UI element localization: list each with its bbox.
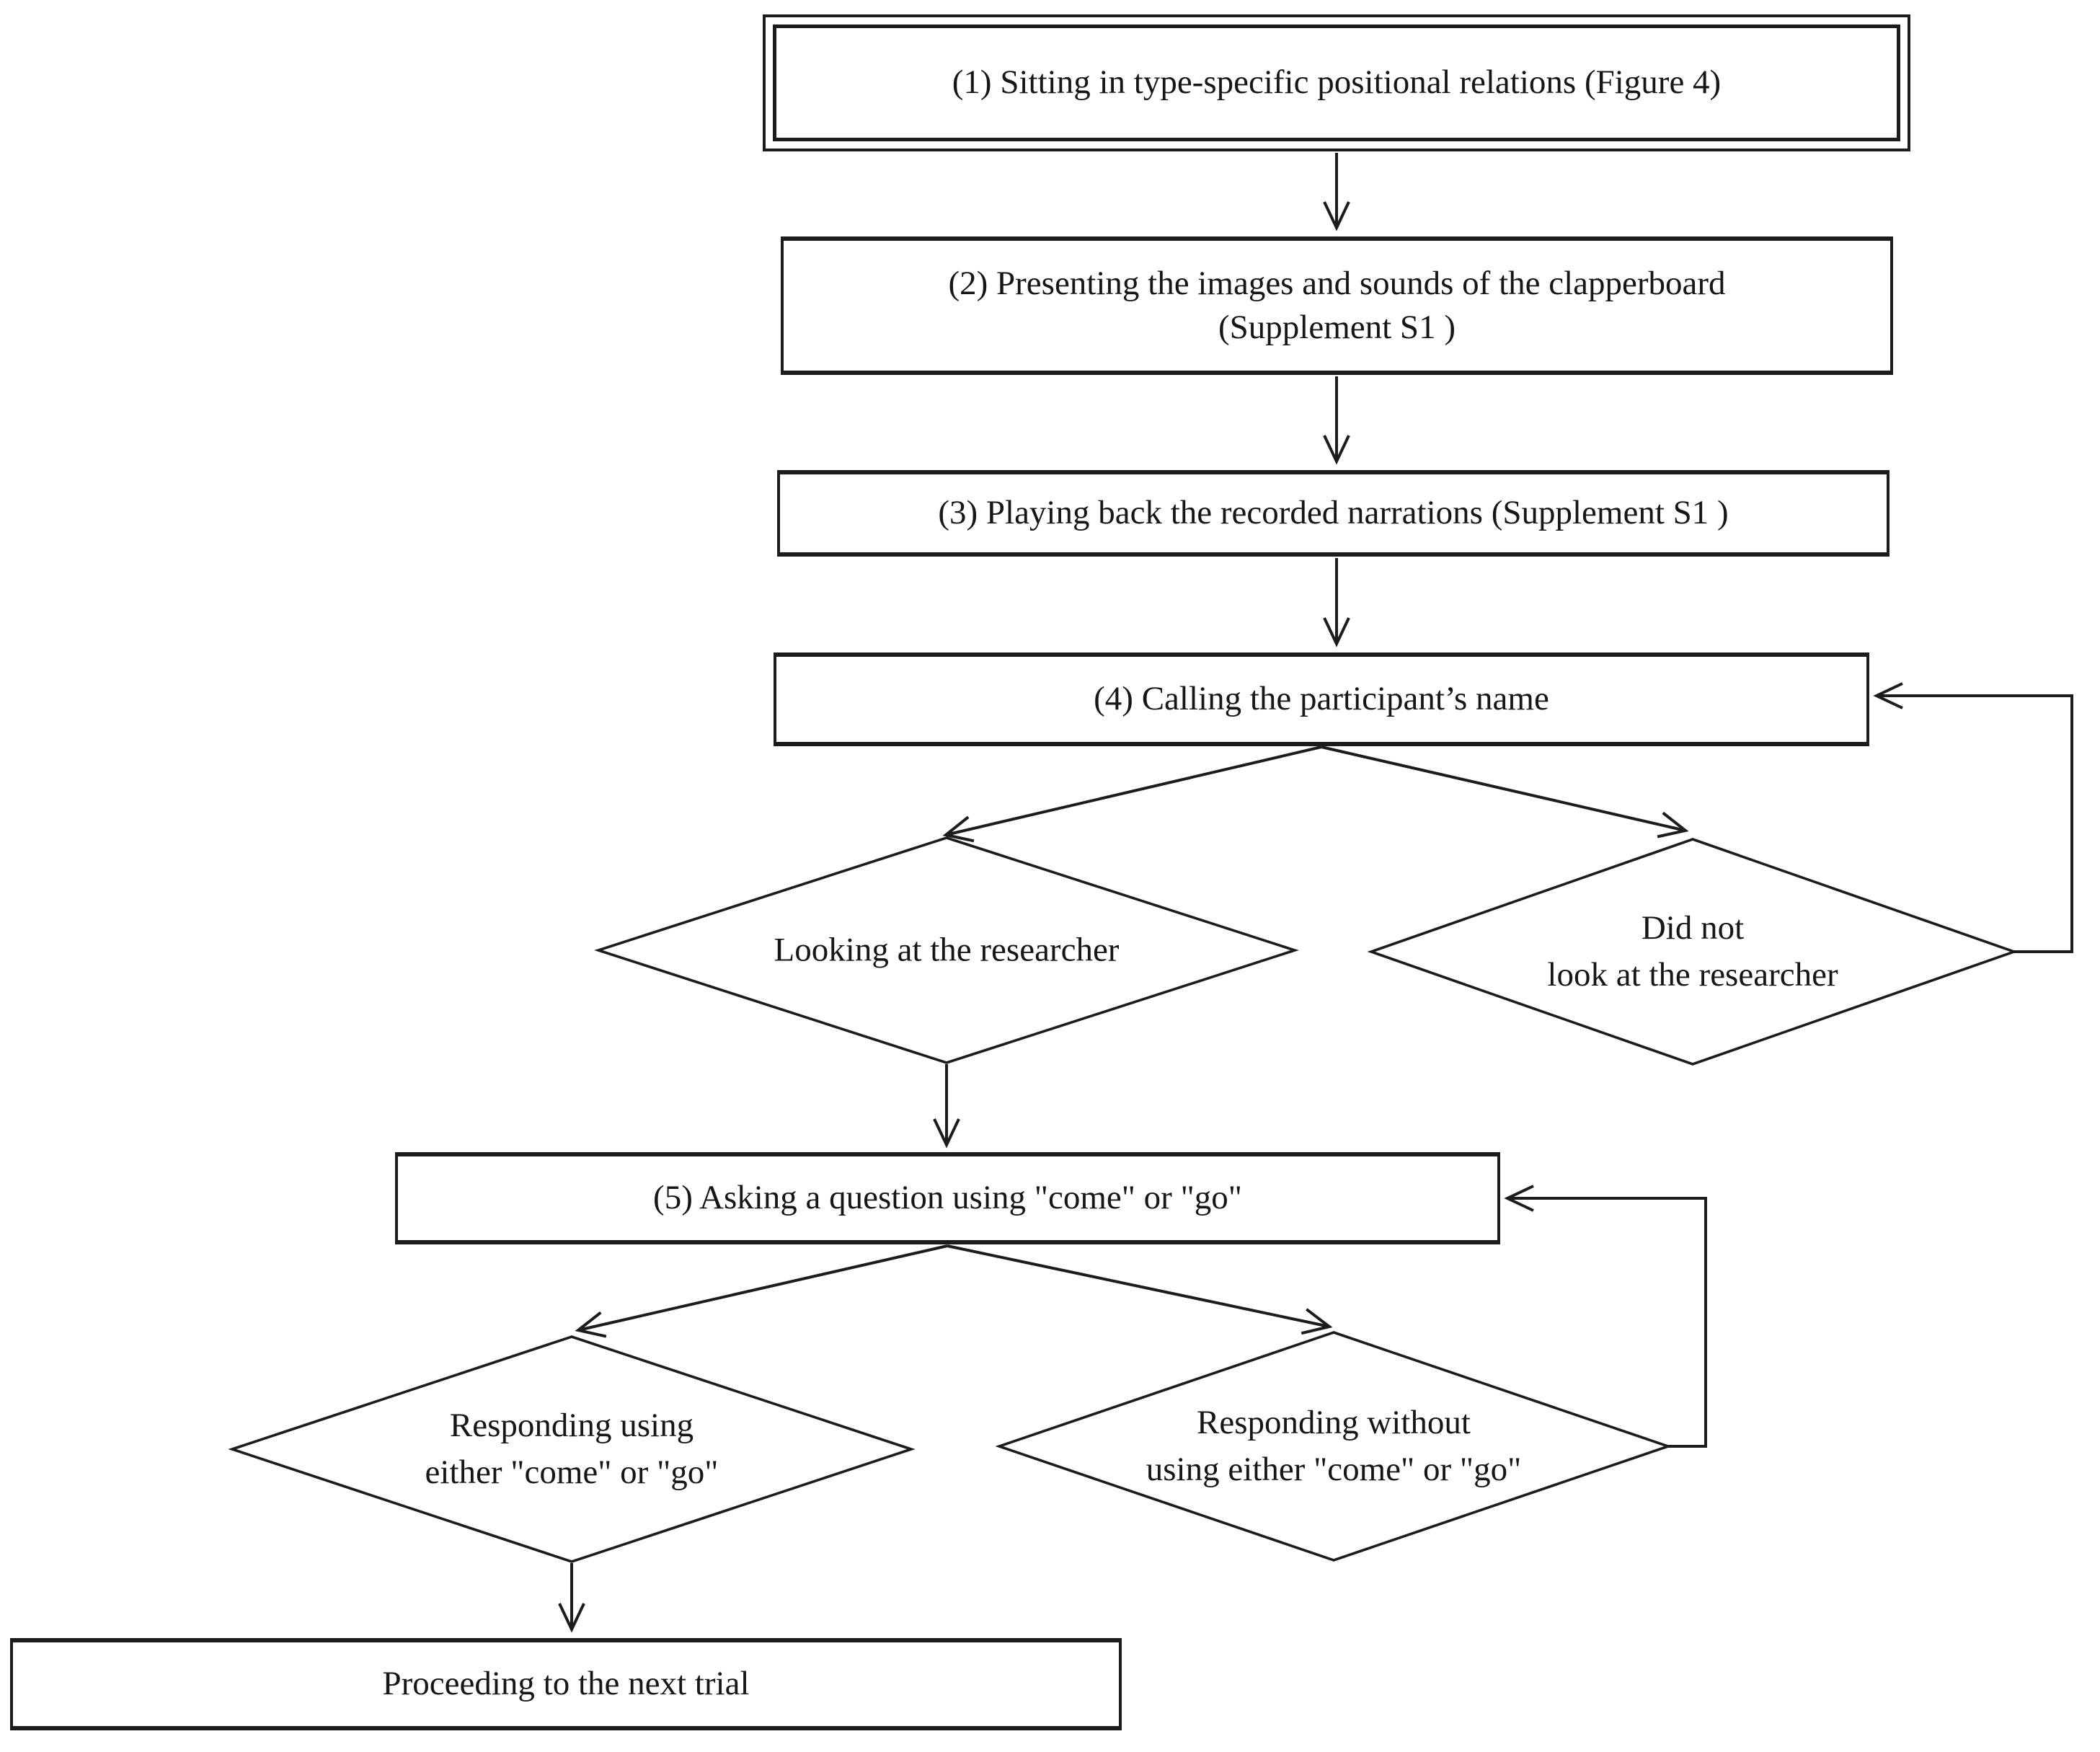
node-step5-label: (5) Asking a question using "come" or "g… [653, 1179, 1242, 1217]
node-step1: (1) Sitting in type-specific positional … [763, 14, 1910, 151]
decision-not-looking-shape [1367, 838, 2019, 1066]
node-next-trial: Proceeding to the next trial [10, 1638, 1122, 1730]
decision-not-looking-label: Did not look at the researcher [1547, 909, 1838, 994]
loop-not-responding-to-step5 [1504, 1185, 1707, 1448]
decision-not-responding-shape [995, 1331, 1673, 1562]
decision-responding-label: Responding using either "come" or "go" [425, 1407, 719, 1491]
decision-looking-label: Looking at the researcher [774, 931, 1120, 969]
decision-looking-shape [594, 836, 1299, 1064]
arrow-step4-to-looking [942, 746, 1322, 843]
arrow-step5-to-not-responding [947, 1244, 1333, 1335]
arrow-step5-to-responding [575, 1244, 948, 1338]
node-step3-label: (3) Playing back the recorded narrations… [938, 494, 1729, 532]
node-next-trial-label: Proceeding to the next trial [382, 1665, 750, 1703]
decision-not-responding-label: Responding without using either "come" o… [1146, 1404, 1522, 1488]
decision-responding-shape [228, 1335, 916, 1563]
node-step2: (2) Presenting the images and sounds of … [781, 236, 1893, 375]
node-step2-label: (2) Presenting the images and sounds of … [948, 264, 1726, 346]
node-step4-label: (4) Calling the participant’s name [1094, 680, 1549, 718]
node-step1-frame: (1) Sitting in type-specific positional … [773, 25, 1900, 141]
node-step1-label: (1) Sitting in type-specific positional … [952, 63, 1722, 102]
arrow-step4-to-not-looking [1321, 746, 1689, 839]
node-step3: (3) Playing back the recorded narrations… [777, 470, 1889, 557]
node-step4: (4) Calling the participant’s name [774, 652, 1869, 746]
node-step5: (5) Asking a question using "come" or "g… [395, 1152, 1500, 1244]
loop-not-looking-to-step4 [1873, 682, 2073, 953]
